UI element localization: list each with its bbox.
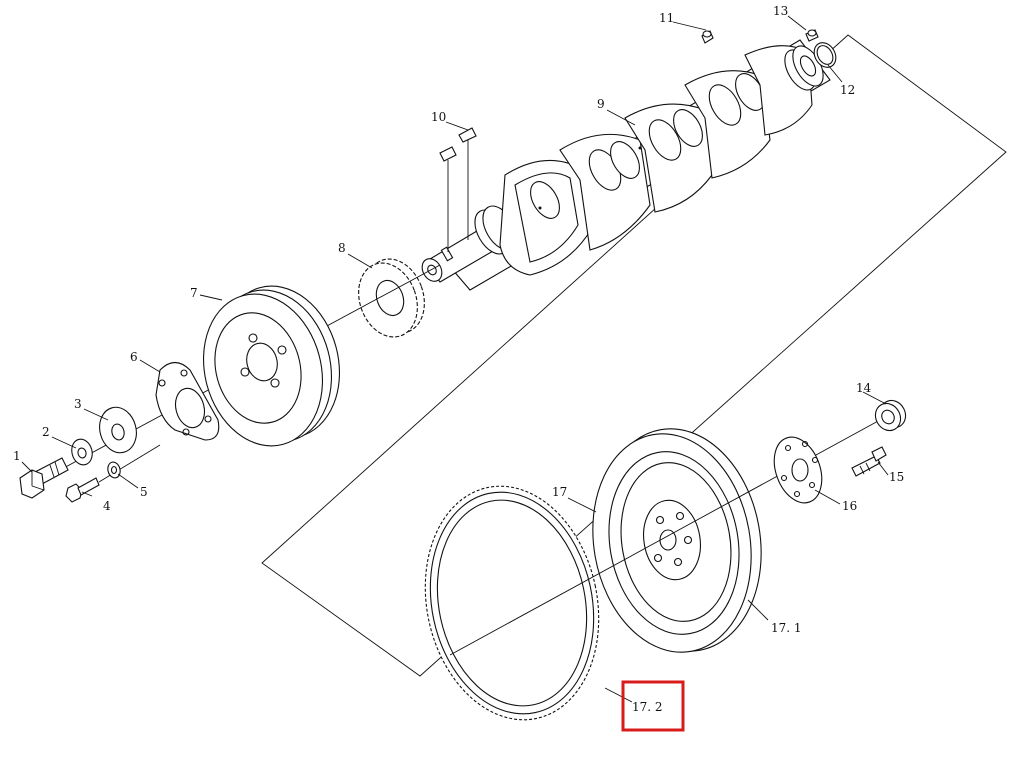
- small-washer: [107, 461, 121, 479]
- callout-4: 4: [103, 499, 111, 513]
- callout-17-1: 17. 1: [771, 621, 802, 635]
- dowel-pin: [701, 30, 714, 44]
- pin-13: [805, 29, 819, 42]
- bearing-ring: [813, 42, 837, 68]
- plate-bolt: [65, 444, 161, 503]
- callout-6: 6: [130, 350, 138, 364]
- leader-lines: [21, 15, 889, 703]
- thrust-washer: [99, 406, 137, 454]
- callout-12: 12: [840, 83, 855, 97]
- callout-3: 3: [74, 397, 82, 411]
- crankshaft-gear: [358, 258, 425, 338]
- pulley-bolt: [19, 457, 69, 499]
- crankshaft-pulley: [202, 285, 341, 447]
- callout-5: 5: [140, 485, 148, 499]
- callout-8: 8: [338, 241, 346, 255]
- callout-17: 17: [552, 485, 567, 499]
- callout-9: 9: [597, 97, 605, 111]
- callout-17-2: 17. 2: [632, 700, 663, 714]
- flywheel-bolt: [851, 446, 887, 477]
- flex-plate: [773, 436, 823, 504]
- callout-1: 1: [13, 449, 21, 463]
- woodruff-key: [439, 127, 477, 252]
- callout-7: 7: [190, 286, 198, 300]
- pilot-bearing: [874, 399, 907, 432]
- callout-14: 14: [856, 381, 872, 395]
- callout-16: 16: [842, 499, 857, 513]
- crankshaft: [421, 39, 831, 291]
- callout-13: 13: [773, 4, 788, 18]
- callout-10: 10: [431, 110, 446, 124]
- callout-11: 11: [659, 11, 674, 25]
- flywheel: [592, 428, 762, 653]
- callout-2: 2: [42, 425, 50, 439]
- flywheel-ring-gear: [424, 485, 600, 721]
- washer: [71, 438, 93, 466]
- callout-15: 15: [889, 470, 904, 484]
- assembly-frame: [261, 34, 1007, 677]
- hub-plate: [155, 361, 220, 441]
- callout-highlight-box: [621, 680, 685, 732]
